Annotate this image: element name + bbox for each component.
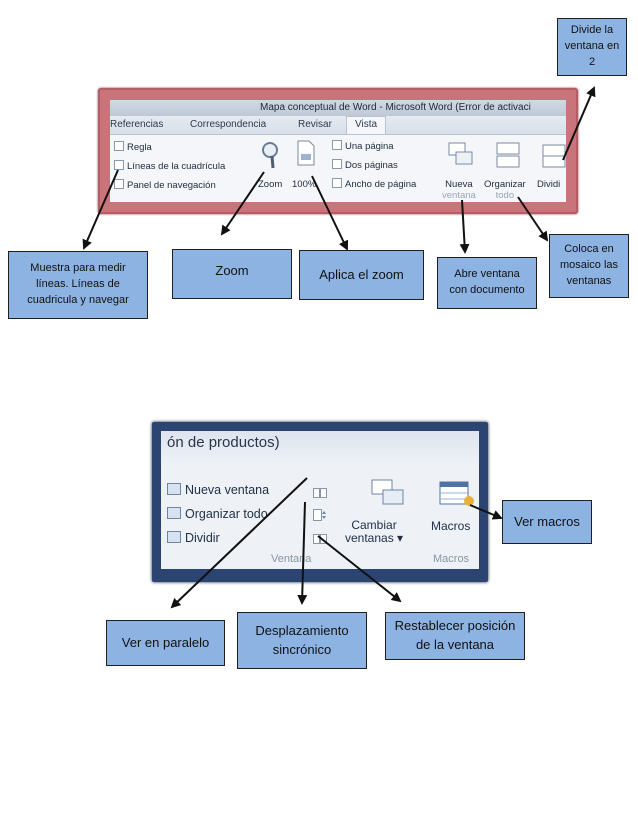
two-pages-button[interactable]: Dos páginas bbox=[332, 159, 398, 171]
zoom-100-label: 100% bbox=[292, 179, 317, 190]
ribbon-window-screenshot: ón de productos) Nueva ventana Organizar… bbox=[152, 422, 488, 582]
macros-button[interactable] bbox=[439, 481, 475, 512]
arrow-zoom bbox=[220, 171, 265, 236]
side-by-side-icon bbox=[313, 488, 327, 498]
ruler-checkbox[interactable]: Regla bbox=[114, 141, 152, 153]
arrow-macros bbox=[469, 504, 503, 520]
page-width-button[interactable]: Ancho de página bbox=[332, 178, 416, 190]
sync-scroll-button[interactable] bbox=[313, 508, 327, 526]
gridlines-label: Líneas de la cuadrícula bbox=[127, 161, 226, 172]
zoom-button[interactable] bbox=[260, 140, 284, 175]
arrow-sync-scroll bbox=[297, 501, 308, 605]
checkbox-icon bbox=[114, 179, 124, 189]
new-window-button[interactable]: Nueva ventana bbox=[167, 483, 269, 497]
page-width-icon bbox=[332, 178, 342, 188]
tab-vista[interactable]: Vista bbox=[346, 116, 387, 134]
new-window-button[interactable] bbox=[448, 142, 474, 175]
window-title: Mapa conceptual de Word - Microsoft Word… bbox=[110, 100, 566, 116]
two-pages-label: Dos páginas bbox=[345, 160, 398, 171]
arrange-all-icon bbox=[167, 507, 181, 519]
sync-scroll-icon bbox=[313, 509, 326, 521]
page-100-icon bbox=[297, 140, 315, 166]
zoom-100-button[interactable] bbox=[296, 140, 316, 171]
one-page-button[interactable]: Una página bbox=[332, 140, 394, 152]
arrow-gridlines bbox=[82, 169, 119, 250]
switch-windows-icon bbox=[371, 479, 404, 505]
macros-label: Macros bbox=[431, 519, 471, 533]
new-window-label: Nueva ventana bbox=[185, 483, 270, 497]
ruler-label: Regla bbox=[127, 142, 152, 153]
arrange-all-button[interactable] bbox=[496, 142, 520, 175]
switch-windows-button[interactable] bbox=[371, 479, 405, 514]
ribbon-tabs: Referencias Correspondencia Revisar Vist… bbox=[110, 116, 566, 135]
tab-revisar[interactable]: Revisar bbox=[298, 119, 332, 130]
magnifier-icon bbox=[262, 142, 278, 169]
new-window-icon bbox=[448, 142, 473, 165]
callout-side-by-side: Ver en paralelo bbox=[106, 620, 225, 666]
ribbon-view-screenshot: Mapa conceptual de Word - Microsoft Word… bbox=[98, 88, 578, 214]
two-pages-icon bbox=[332, 159, 342, 169]
checkbox-icon bbox=[114, 160, 124, 170]
tab-referencias[interactable]: Referencias bbox=[110, 119, 164, 130]
arrange-all-label: Organizar todo bbox=[185, 507, 268, 521]
arrow-split-window bbox=[562, 86, 596, 161]
callout-zoom: Zoom bbox=[172, 249, 292, 299]
nav-pane-label: Panel de navegación bbox=[127, 180, 216, 191]
split-icon bbox=[167, 531, 181, 543]
new-window-icon bbox=[167, 483, 181, 495]
gridlines-checkbox[interactable]: Líneas de la cuadrícula bbox=[114, 160, 225, 172]
arrow-reset-position bbox=[317, 535, 402, 603]
split-label: Dividi bbox=[537, 179, 561, 190]
page-width-label: Ancho de página bbox=[345, 179, 417, 190]
split-button[interactable]: Dividir bbox=[167, 531, 220, 545]
tab-correspondencia[interactable]: Correspondencia bbox=[190, 119, 267, 130]
callout-apply-zoom: Aplica el zoom bbox=[299, 250, 424, 300]
view-side-by-side-button[interactable] bbox=[313, 485, 327, 503]
checkbox-icon bbox=[114, 141, 124, 151]
group-macros-label: Macros bbox=[433, 553, 470, 565]
arrow-arrange bbox=[517, 196, 549, 242]
nav-pane-checkbox[interactable]: Panel de navegación bbox=[114, 179, 216, 191]
document-title-fragment: ón de productos) bbox=[161, 431, 479, 465]
arrow-side-by-side bbox=[170, 477, 308, 609]
one-page-label: Una página bbox=[345, 141, 394, 152]
split-label: Dividir bbox=[185, 531, 220, 545]
callout-macros: Ver macros bbox=[502, 500, 592, 544]
arrange-all-button[interactable]: Organizar todo bbox=[167, 507, 268, 521]
zoom-label: Zoom bbox=[258, 179, 283, 190]
group-ventana-label: Ventana bbox=[271, 553, 312, 565]
macros-icon bbox=[439, 481, 474, 506]
arrow-new-window bbox=[459, 199, 470, 254]
one-page-icon bbox=[332, 140, 342, 150]
arrow-apply-zoom bbox=[311, 175, 349, 251]
arrange-all-icon bbox=[496, 142, 520, 168]
